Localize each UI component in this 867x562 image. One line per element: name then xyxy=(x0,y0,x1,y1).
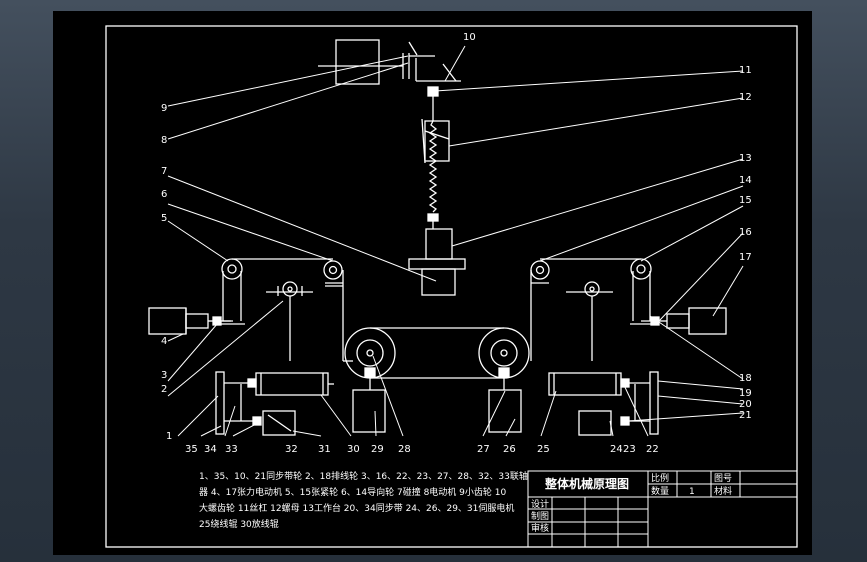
drawing-number-label: 图号 xyxy=(714,473,732,484)
drawing-title: 整体机械原理图 xyxy=(544,476,629,491)
part-number: 22 xyxy=(646,444,659,455)
material-label: 材料 xyxy=(714,485,732,497)
part-number: 8 xyxy=(161,135,167,146)
part-number: 23 xyxy=(623,444,636,455)
part-number: 29 xyxy=(371,444,384,455)
part-number: 7 xyxy=(161,166,167,177)
scale-label: 比例 xyxy=(651,472,669,484)
drawing-sheet[interactable]: 9 8 7 6 5 4 3 2 1 10 11 12 13 14 15 16 1… xyxy=(53,11,812,555)
legend-line: 器 4、17张力电动机 5、15张紧轮 6、14导向轮 7碰撞 8电动机 9小齿… xyxy=(199,486,506,498)
part-number: 33 xyxy=(225,444,238,455)
part-number: 10 xyxy=(463,32,476,43)
designer-label: 设计 xyxy=(531,498,549,510)
part-number: 11 xyxy=(739,65,752,76)
right-spool-assembly xyxy=(548,371,659,436)
part-number: 18 xyxy=(739,373,752,384)
part-number: 6 xyxy=(161,189,167,200)
parts-legend: 1、35、10、21同步带轮 2、18排线轮 3、16、22、23、27、28、… xyxy=(199,470,528,530)
legend-line: 大螺齿轮 11丝杠 12螺母 13工作台 20、34同步带 24、26、29、3… xyxy=(199,502,514,514)
part-number: 17 xyxy=(739,252,752,263)
part-number: 35 xyxy=(185,444,198,455)
title-block-text: 整体机械原理图 比例 数量 1 图号 材料 设计 制图 审核 xyxy=(531,472,732,534)
quantity-value: 1 xyxy=(689,487,695,497)
part-number: 30 xyxy=(347,444,360,455)
part-number: 19 xyxy=(739,388,752,399)
part-number: 31 xyxy=(318,444,331,455)
reviewer-label: 审核 xyxy=(531,522,549,534)
drawing-border xyxy=(105,25,798,548)
part-number: 1 xyxy=(166,431,172,442)
part-number: 5 xyxy=(161,213,167,224)
drafter-label: 制图 xyxy=(531,510,549,522)
quantity-label: 数量 xyxy=(651,485,669,497)
left-tension-motor xyxy=(148,307,231,335)
part-number-labels: 9 8 7 6 5 4 3 2 1 10 11 12 13 14 15 16 1… xyxy=(161,32,752,455)
title-block xyxy=(527,470,798,548)
left-guide-pulleys xyxy=(218,258,353,362)
part-number: 16 xyxy=(739,227,752,238)
part-number: 28 xyxy=(398,444,411,455)
top-motor-assembly xyxy=(318,39,466,296)
part-number: 32 xyxy=(285,444,298,455)
part-number: 24 xyxy=(610,444,623,455)
part-number: 26 xyxy=(503,444,516,455)
part-number: 4 xyxy=(161,336,167,347)
part-number: 25 xyxy=(537,444,550,455)
part-number: 12 xyxy=(739,92,752,103)
mechanism-schematic: 9 8 7 6 5 4 3 2 1 10 11 12 13 14 15 16 1… xyxy=(105,25,798,548)
leader-lines xyxy=(167,45,744,437)
left-spool-assembly xyxy=(215,371,334,436)
part-number: 13 xyxy=(739,153,752,164)
part-number: 14 xyxy=(739,175,752,186)
part-number: 20 xyxy=(739,399,752,410)
legend-line: 1、35、10、21同步带轮 2、18排线轮 3、16、22、23、27、28、… xyxy=(199,470,528,482)
part-number: 2 xyxy=(161,384,167,395)
part-number: 15 xyxy=(739,195,752,206)
part-number: 34 xyxy=(204,444,217,455)
right-guide-pulleys xyxy=(530,258,657,361)
right-tension-motor xyxy=(650,307,727,335)
part-number: 27 xyxy=(477,444,490,455)
part-number: 9 xyxy=(161,103,167,114)
part-number: 3 xyxy=(161,370,167,381)
legend-line: 25绕线辊 30放线辊 xyxy=(199,518,279,530)
part-number: 21 xyxy=(739,410,752,421)
center-drums xyxy=(344,327,530,433)
